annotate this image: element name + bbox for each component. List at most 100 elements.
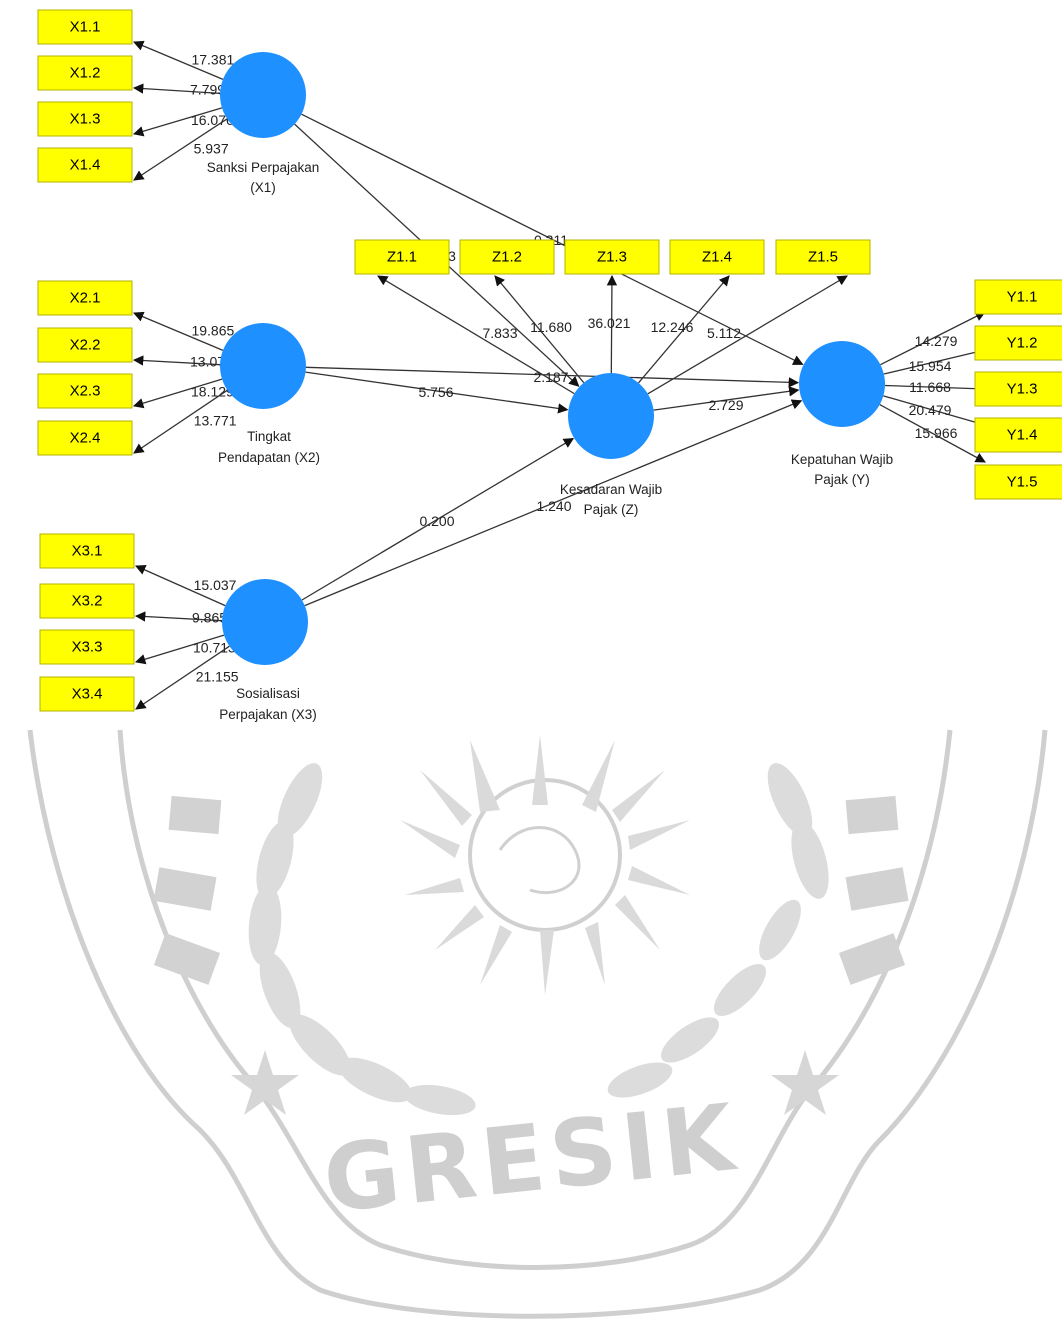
loading-value-x3-3: 10.713 [193, 640, 236, 656]
loading-edge-x3-2 [134, 611, 223, 622]
loading-edge-y-2 [883, 347, 987, 375]
indicator-z-1[interactable]: Z1.1 [354, 239, 450, 275]
indicator-box [669, 239, 765, 275]
indicator-x2-2[interactable]: X2.2 [37, 327, 133, 363]
path-edge-x2-z [305, 371, 569, 414]
loading-edge-x3-4 [135, 645, 230, 710]
indicator-y-5[interactable]: Y1.5 [974, 464, 1062, 500]
loading-value-z-5: 5.112 [707, 325, 741, 341]
indicator-z-2[interactable]: Z1.2 [459, 239, 555, 275]
indicator-label: Z1.3 [597, 249, 627, 266]
seal-inner-outline [117, 729, 953, 1270]
path-value-x2-z: 5.756 [418, 384, 453, 400]
path-edge-x2-y [305, 366, 800, 388]
indicator-box [974, 279, 1062, 315]
latent-label-line2: Pajak (Z) [584, 502, 639, 517]
loading-value-x3-4: 21.155 [196, 669, 239, 685]
indicator-box [564, 239, 660, 275]
indicator-box [459, 239, 555, 275]
path-edge-x3-y [304, 399, 803, 607]
indicator-label: Y1.2 [1007, 335, 1038, 352]
loading-edge-x2-2 [132, 355, 221, 366]
indicator-box [39, 533, 135, 569]
indicator-z-5[interactable]: Z1.5 [775, 239, 871, 275]
indicator-x3-4[interactable]: X3.4 [39, 676, 135, 712]
indicator-x2-1[interactable]: X2.1 [37, 280, 133, 316]
loading-edge-z-5 [647, 275, 848, 395]
loading-edge-x3-3 [135, 634, 225, 665]
indicator-x2-3[interactable]: X2.3 [37, 373, 133, 409]
latent-circle [568, 373, 654, 459]
latent-label-line2: Pajak (Y) [814, 472, 870, 487]
indicator-box [354, 239, 450, 275]
indicator-x3-2[interactable]: X3.2 [39, 583, 135, 619]
indicator-y-2[interactable]: Y1.2 [974, 325, 1062, 361]
indicator-z-3[interactable]: Z1.3 [564, 239, 660, 275]
sun-emblem [400, 735, 690, 995]
indicator-x2-4[interactable]: X2.4 [37, 420, 133, 456]
latent-label-line1: Kepatuhan Wajib [791, 452, 893, 467]
loading-value-x1-4: 5.937 [194, 140, 229, 156]
latent-x1[interactable]: Sanksi Perpajakan(X1) [207, 52, 320, 195]
indicator-box [37, 280, 133, 316]
indicator-x1-1[interactable]: X1.1 [37, 9, 133, 45]
latent-label-line1: Sosialisasi [236, 686, 300, 701]
indicator-x1-3[interactable]: X1.3 [37, 101, 133, 137]
path-value-x3-z: 0.200 [419, 513, 454, 529]
indicator-label: X1.4 [70, 157, 101, 174]
path-value-x1-z: 3 [448, 248, 456, 264]
indicator-box [974, 325, 1062, 361]
loading-value-x2-4: 13.771 [194, 413, 237, 429]
latent-label-line1: Tingkat [247, 429, 291, 444]
latent-circle [220, 323, 306, 409]
loading-edge-x2-3 [133, 378, 223, 409]
indicator-box [39, 629, 135, 665]
path-value-x3-y: 1.240 [536, 498, 571, 514]
indicator-label: X2.2 [70, 337, 101, 354]
loading-edge-x1-4 [133, 118, 228, 181]
indicator-label: Z1.2 [492, 249, 522, 266]
indicator-box [37, 373, 133, 409]
loading-edge-y-5 [879, 404, 986, 463]
indicator-y-4[interactable]: Y1.4 [974, 417, 1062, 453]
indicator-y-3[interactable]: Y1.3 [974, 371, 1062, 407]
loading-value-x1-1: 17.381 [191, 52, 234, 68]
loading-value-x2-3: 18.129 [191, 384, 234, 400]
loading-edge-x3-1 [135, 565, 226, 607]
seal-arc-right-lettering [838, 795, 909, 985]
indicator-box [39, 583, 135, 619]
indicator-x1-4[interactable]: X1.4 [37, 147, 133, 183]
latent-label-line1: Sanksi Perpajakan [207, 160, 320, 175]
indicator-x1-2[interactable]: X1.2 [37, 55, 133, 91]
path-edge-x1-y [301, 113, 804, 365]
indicator-label: X3.4 [72, 686, 103, 703]
indicator-label: Y1.4 [1007, 427, 1038, 444]
latent-circle [220, 52, 306, 138]
indicator-label: Y1.3 [1007, 381, 1038, 398]
loading-edge-x2-1 [133, 311, 224, 351]
loading-value-z-2: 11.680 [530, 319, 572, 335]
indicator-label: X3.1 [72, 543, 103, 560]
path-edge-x3-z [301, 437, 575, 601]
indicator-label: X1.2 [70, 65, 101, 82]
loading-edge-z-4 [637, 275, 730, 384]
indicator-x3-1[interactable]: X3.1 [39, 533, 135, 569]
indicator-label: Z1.4 [702, 249, 732, 266]
latent-label-line2: Perpajakan (X3) [219, 707, 317, 722]
loading-value-x1-2: 7.799 [190, 82, 225, 98]
loading-edge-y-3 [884, 383, 987, 394]
indicator-z-4[interactable]: Z1.4 [669, 239, 765, 275]
indicator-x3-3[interactable]: X3.3 [39, 629, 135, 665]
indicator-label: X2.4 [70, 430, 101, 447]
indicator-box [37, 9, 133, 45]
indicator-box [39, 676, 135, 712]
loading-value-z-1: 7.833 [482, 325, 517, 341]
indicator-y-1[interactable]: Y1.1 [974, 279, 1062, 315]
loading-value-z-3: 36.021 [588, 315, 631, 331]
